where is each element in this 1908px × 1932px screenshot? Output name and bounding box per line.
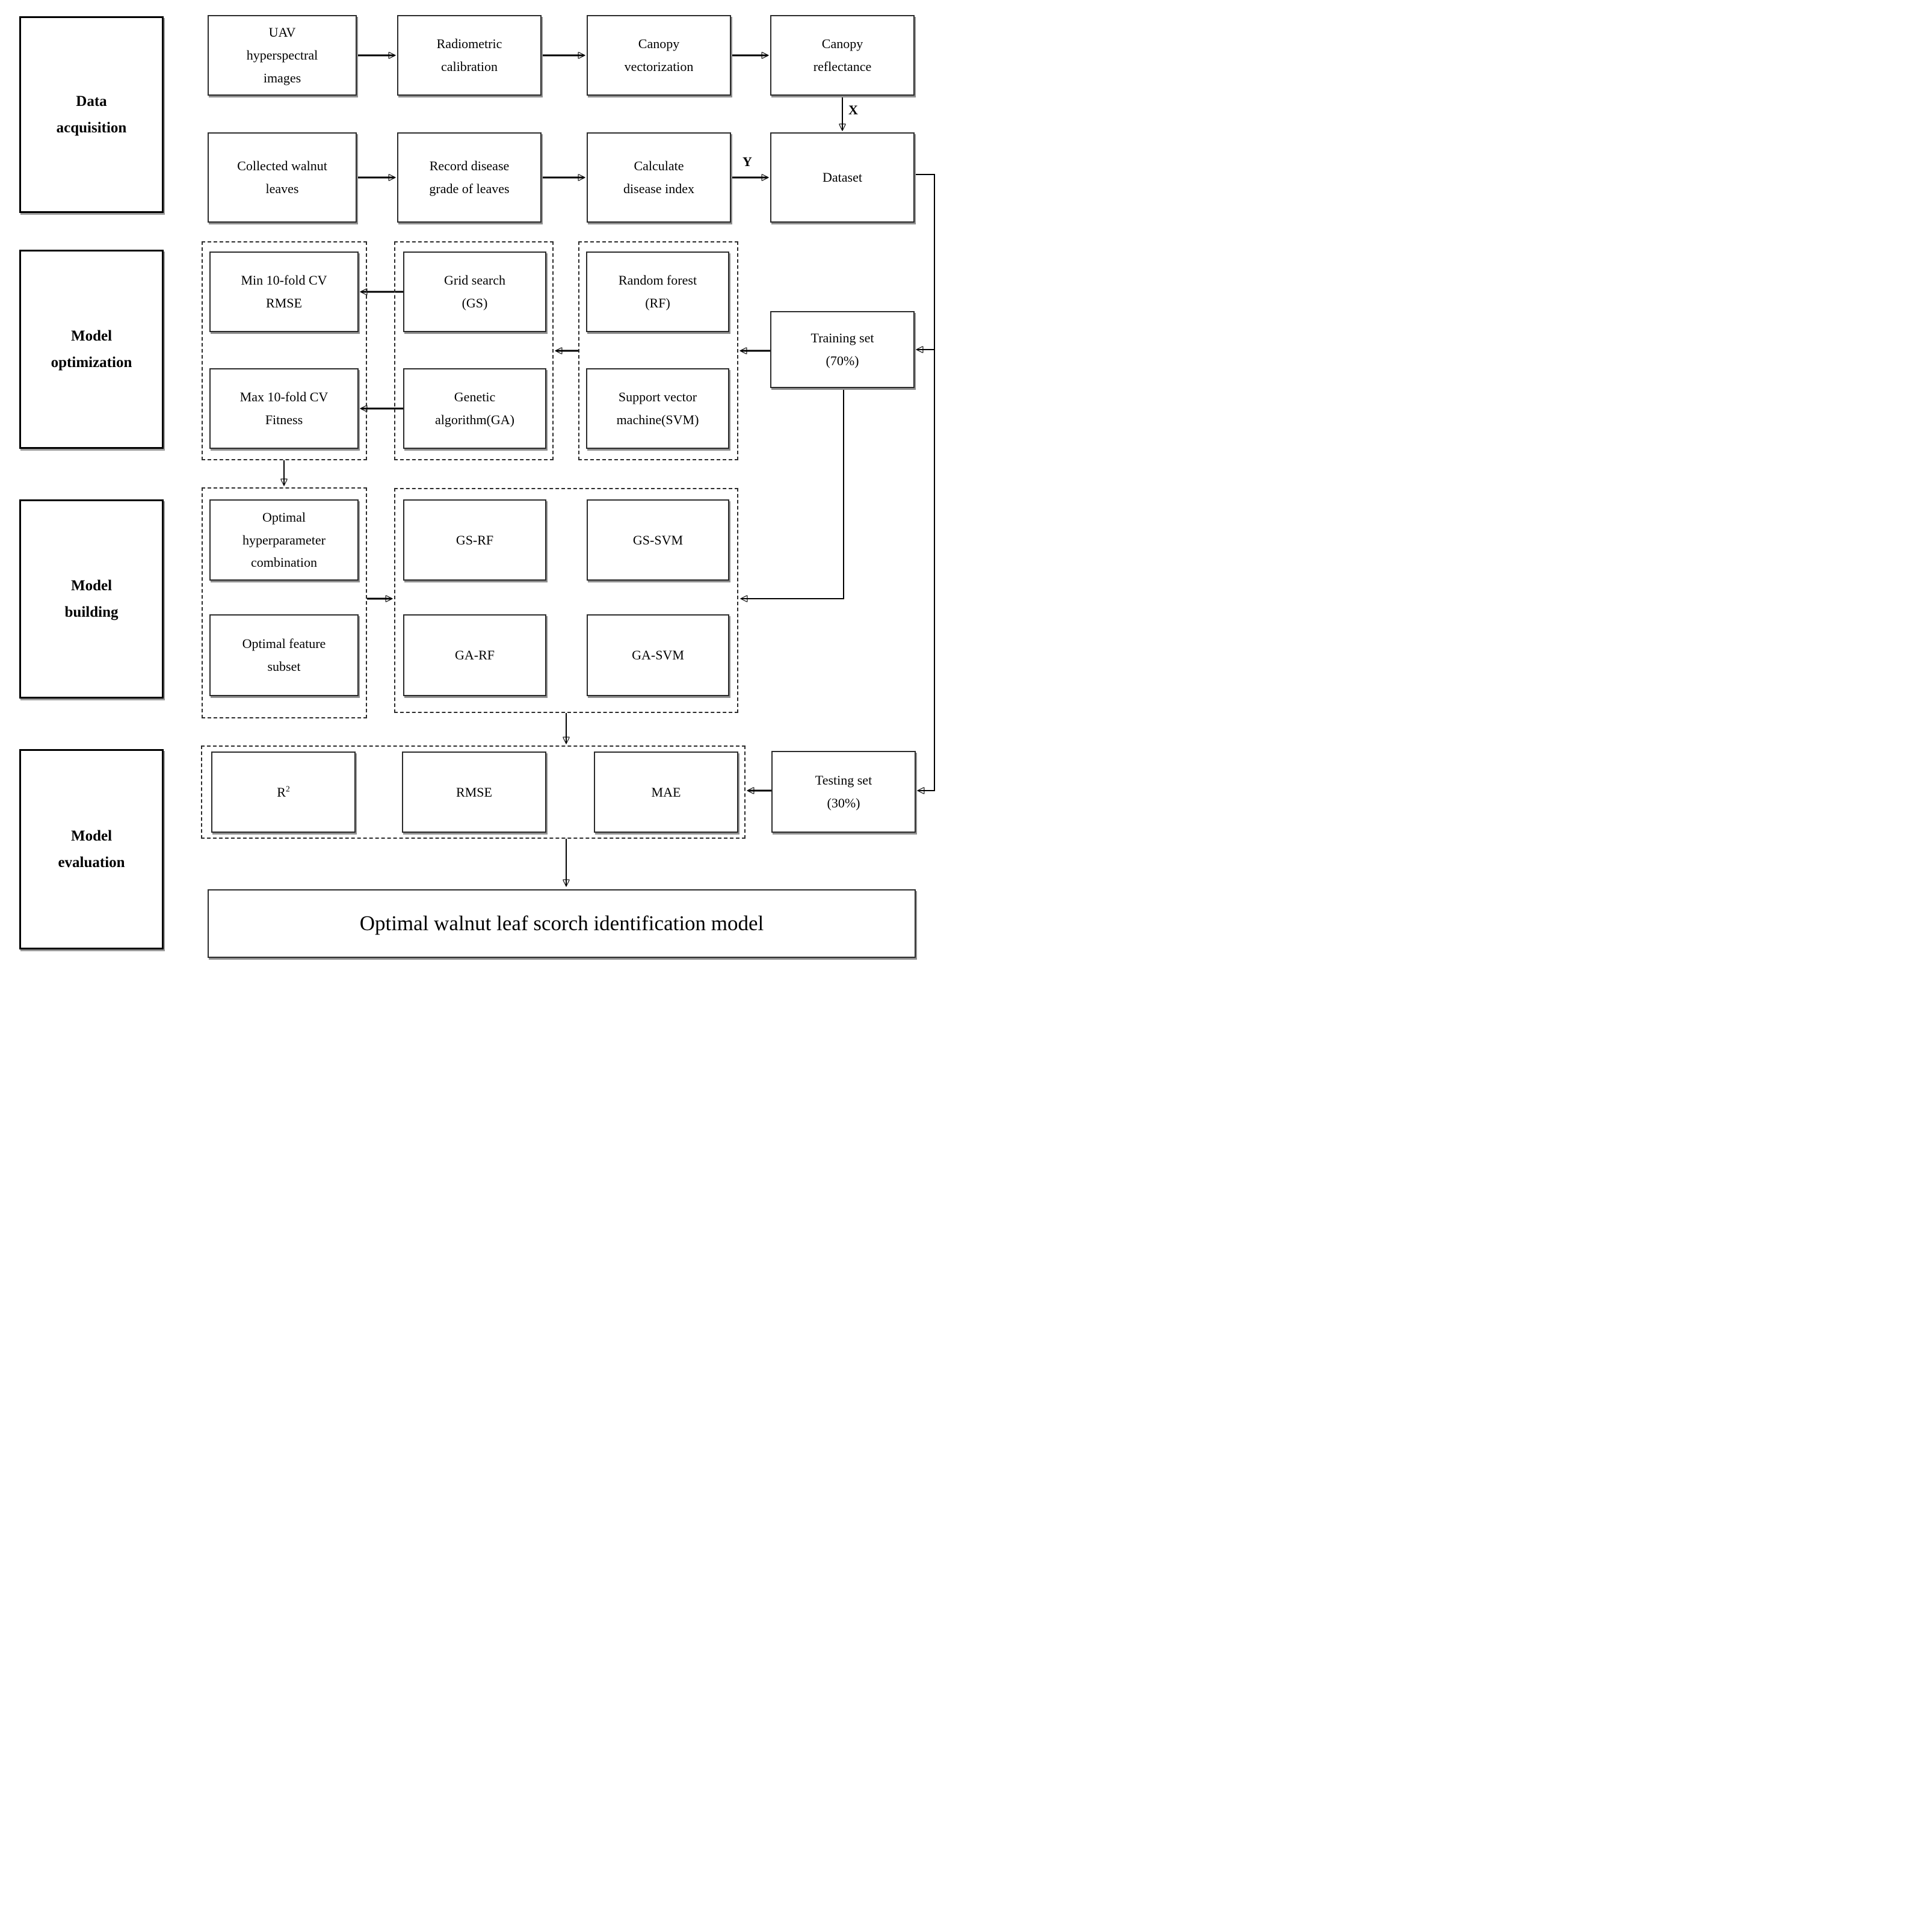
gs-svm-label: GS-SVM — [632, 532, 684, 548]
grid-search-label: Grid search (GS) — [443, 273, 505, 310]
optimal-feature-subset-box: Optimal feature subset — [209, 614, 359, 696]
genetic-algorithm-box: Genetic algorithm(GA) — [403, 368, 546, 449]
uav-hyperspectral-images-box: UAV hyperspectral images — [208, 15, 357, 96]
rail-dataset-to-testing-set — [915, 174, 935, 791]
testing-set-box: Testing set (30%) — [771, 751, 916, 833]
record-disease-grade-box: Record disease grade of leaves — [397, 132, 542, 223]
r-squared-box: R2 — [211, 752, 356, 833]
flowchart-canvas: Data acquisition Model optimization Mode… — [0, 0, 954, 966]
built-models-dashed-group — [394, 488, 738, 713]
record-disease-grade-label: Record disease grade of leaves — [429, 158, 510, 196]
uav-hyperspectral-images-label: UAV hyperspectral images — [246, 25, 318, 85]
max-cv-fitness-label: Max 10-fold CV Fitness — [239, 389, 329, 427]
dataset-label: Dataset — [823, 170, 862, 185]
r-squared-base: R — [277, 784, 286, 800]
stage-model-evaluation-label: Model evaluation — [58, 827, 125, 871]
stage-model-building: Model building — [19, 499, 164, 699]
optimal-results-dashed-group — [202, 487, 367, 718]
r-squared-label: R2 — [277, 781, 290, 804]
learners-dashed-group — [578, 241, 738, 460]
canopy-reflectance-box: Canopy reflectance — [770, 15, 915, 96]
gs-rf-label: GS-RF — [455, 532, 494, 548]
random-forest-box: Random forest (RF) — [586, 252, 729, 332]
genetic-algorithm-label: Genetic algorithm(GA) — [435, 389, 514, 427]
mae-box: MAE — [594, 752, 738, 833]
final-model-box: Optimal walnut leaf scorch identificatio… — [208, 889, 916, 958]
stage-model-optimization-label: Model optimization — [51, 327, 132, 371]
cv-criteria-dashed-group — [202, 241, 367, 460]
dataset-box: Dataset — [770, 132, 915, 223]
training-set-label: Training set (70%) — [810, 330, 874, 368]
testing-set-label: Testing set (30%) — [815, 773, 872, 810]
final-model-label: Optimal walnut leaf scorch identificatio… — [359, 912, 764, 935]
radiometric-calibration-label: Radiometric calibration — [436, 36, 502, 74]
optimal-hyperparameter-label: Optimal hyperparameter combination — [242, 509, 326, 570]
min-cv-rmse-label: Min 10-fold CV RMSE — [241, 273, 327, 310]
max-cv-fitness-box: Max 10-fold CV Fitness — [209, 368, 359, 449]
stage-model-optimization: Model optimization — [19, 250, 164, 449]
canopy-reflectance-label: Canopy reflectance — [813, 36, 872, 74]
ga-rf-label: GA-RF — [454, 647, 495, 663]
random-forest-label: Random forest (RF) — [618, 273, 697, 310]
r-squared-exponent: 2 — [285, 784, 290, 794]
ga-rf-box: GA-RF — [403, 614, 546, 696]
rail-training-to-models-group — [741, 388, 844, 599]
optimal-feature-subset-label: Optimal feature subset — [242, 636, 326, 674]
canopy-vectorization-box: Canopy vectorization — [587, 15, 731, 96]
radiometric-calibration-box: Radiometric calibration — [397, 15, 542, 96]
support-vector-machine-label: Support vector machine(SVM) — [616, 389, 699, 427]
rmse-box: RMSE — [402, 752, 546, 833]
collected-walnut-leaves-label: Collected walnut leaves — [237, 158, 327, 196]
x-flow-label: X — [848, 102, 858, 117]
stage-model-evaluation: Model evaluation — [19, 749, 164, 949]
calculate-disease-index-label: Calculate disease index — [623, 158, 694, 196]
search-methods-dashed-group — [394, 241, 554, 460]
metrics-dashed-group — [201, 745, 746, 839]
grid-search-box: Grid search (GS) — [403, 252, 546, 332]
calculate-disease-index-box: Calculate disease index — [587, 132, 731, 223]
optimal-hyperparameter-box: Optimal hyperparameter combination — [209, 499, 359, 581]
support-vector-machine-box: Support vector machine(SVM) — [586, 368, 729, 449]
ga-svm-box: GA-SVM — [587, 614, 729, 696]
mae-label: MAE — [651, 784, 681, 800]
stage-data-acquisition: Data acquisition — [19, 16, 164, 213]
gs-rf-box: GS-RF — [403, 499, 546, 581]
canopy-vectorization-label: Canopy vectorization — [624, 36, 694, 74]
gs-svm-box: GS-SVM — [587, 499, 729, 581]
stage-data-acquisition-label: Data acquisition — [56, 93, 127, 136]
y-flow-label: Y — [743, 154, 752, 169]
ga-svm-label: GA-SVM — [632, 647, 684, 663]
rmse-label: RMSE — [456, 784, 492, 800]
training-set-box: Training set (70%) — [770, 311, 915, 388]
collected-walnut-leaves-box: Collected walnut leaves — [208, 132, 357, 223]
stage-model-building-label: Model building — [64, 577, 119, 620]
min-cv-rmse-box: Min 10-fold CV RMSE — [209, 252, 359, 332]
